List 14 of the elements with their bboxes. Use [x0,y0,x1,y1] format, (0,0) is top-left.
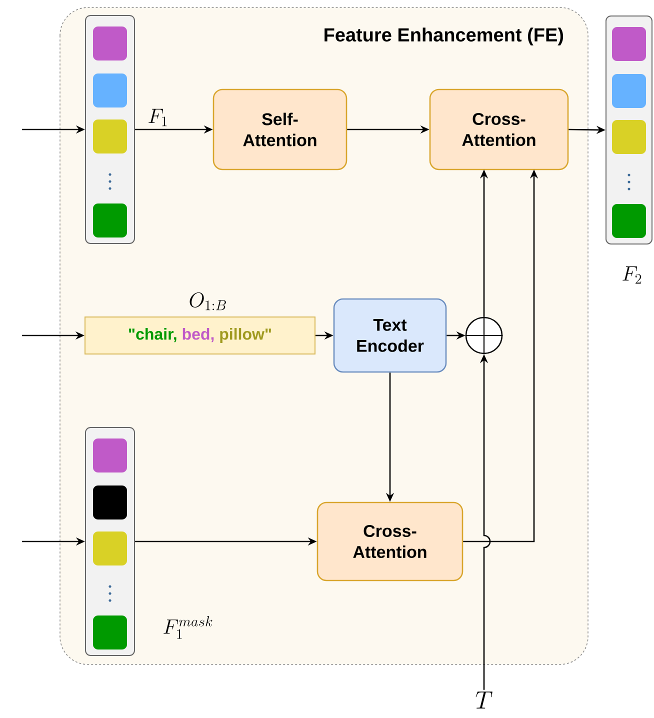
sum-circle [464,316,504,355]
math-label: $F_1^{mask}$ [164,616,212,639]
feature-column [85,427,135,656]
text-prompt-box: "chair, bed, pillow" [84,316,316,354]
attention-block: Cross- Attention [429,88,569,170]
feature-column [85,15,135,244]
encoder-block: Text Encoder [333,298,447,373]
attention-block: Cross- Attention [316,502,464,582]
math-label: $F_2$ [622,266,642,284]
math-label: $T$ [476,692,492,708]
math-label: $O_{1:B}$ [190,292,226,310]
math-label: $F_1$ [148,108,167,126]
feature-column [606,16,652,244]
attention-block: Self- Attention [212,88,348,170]
